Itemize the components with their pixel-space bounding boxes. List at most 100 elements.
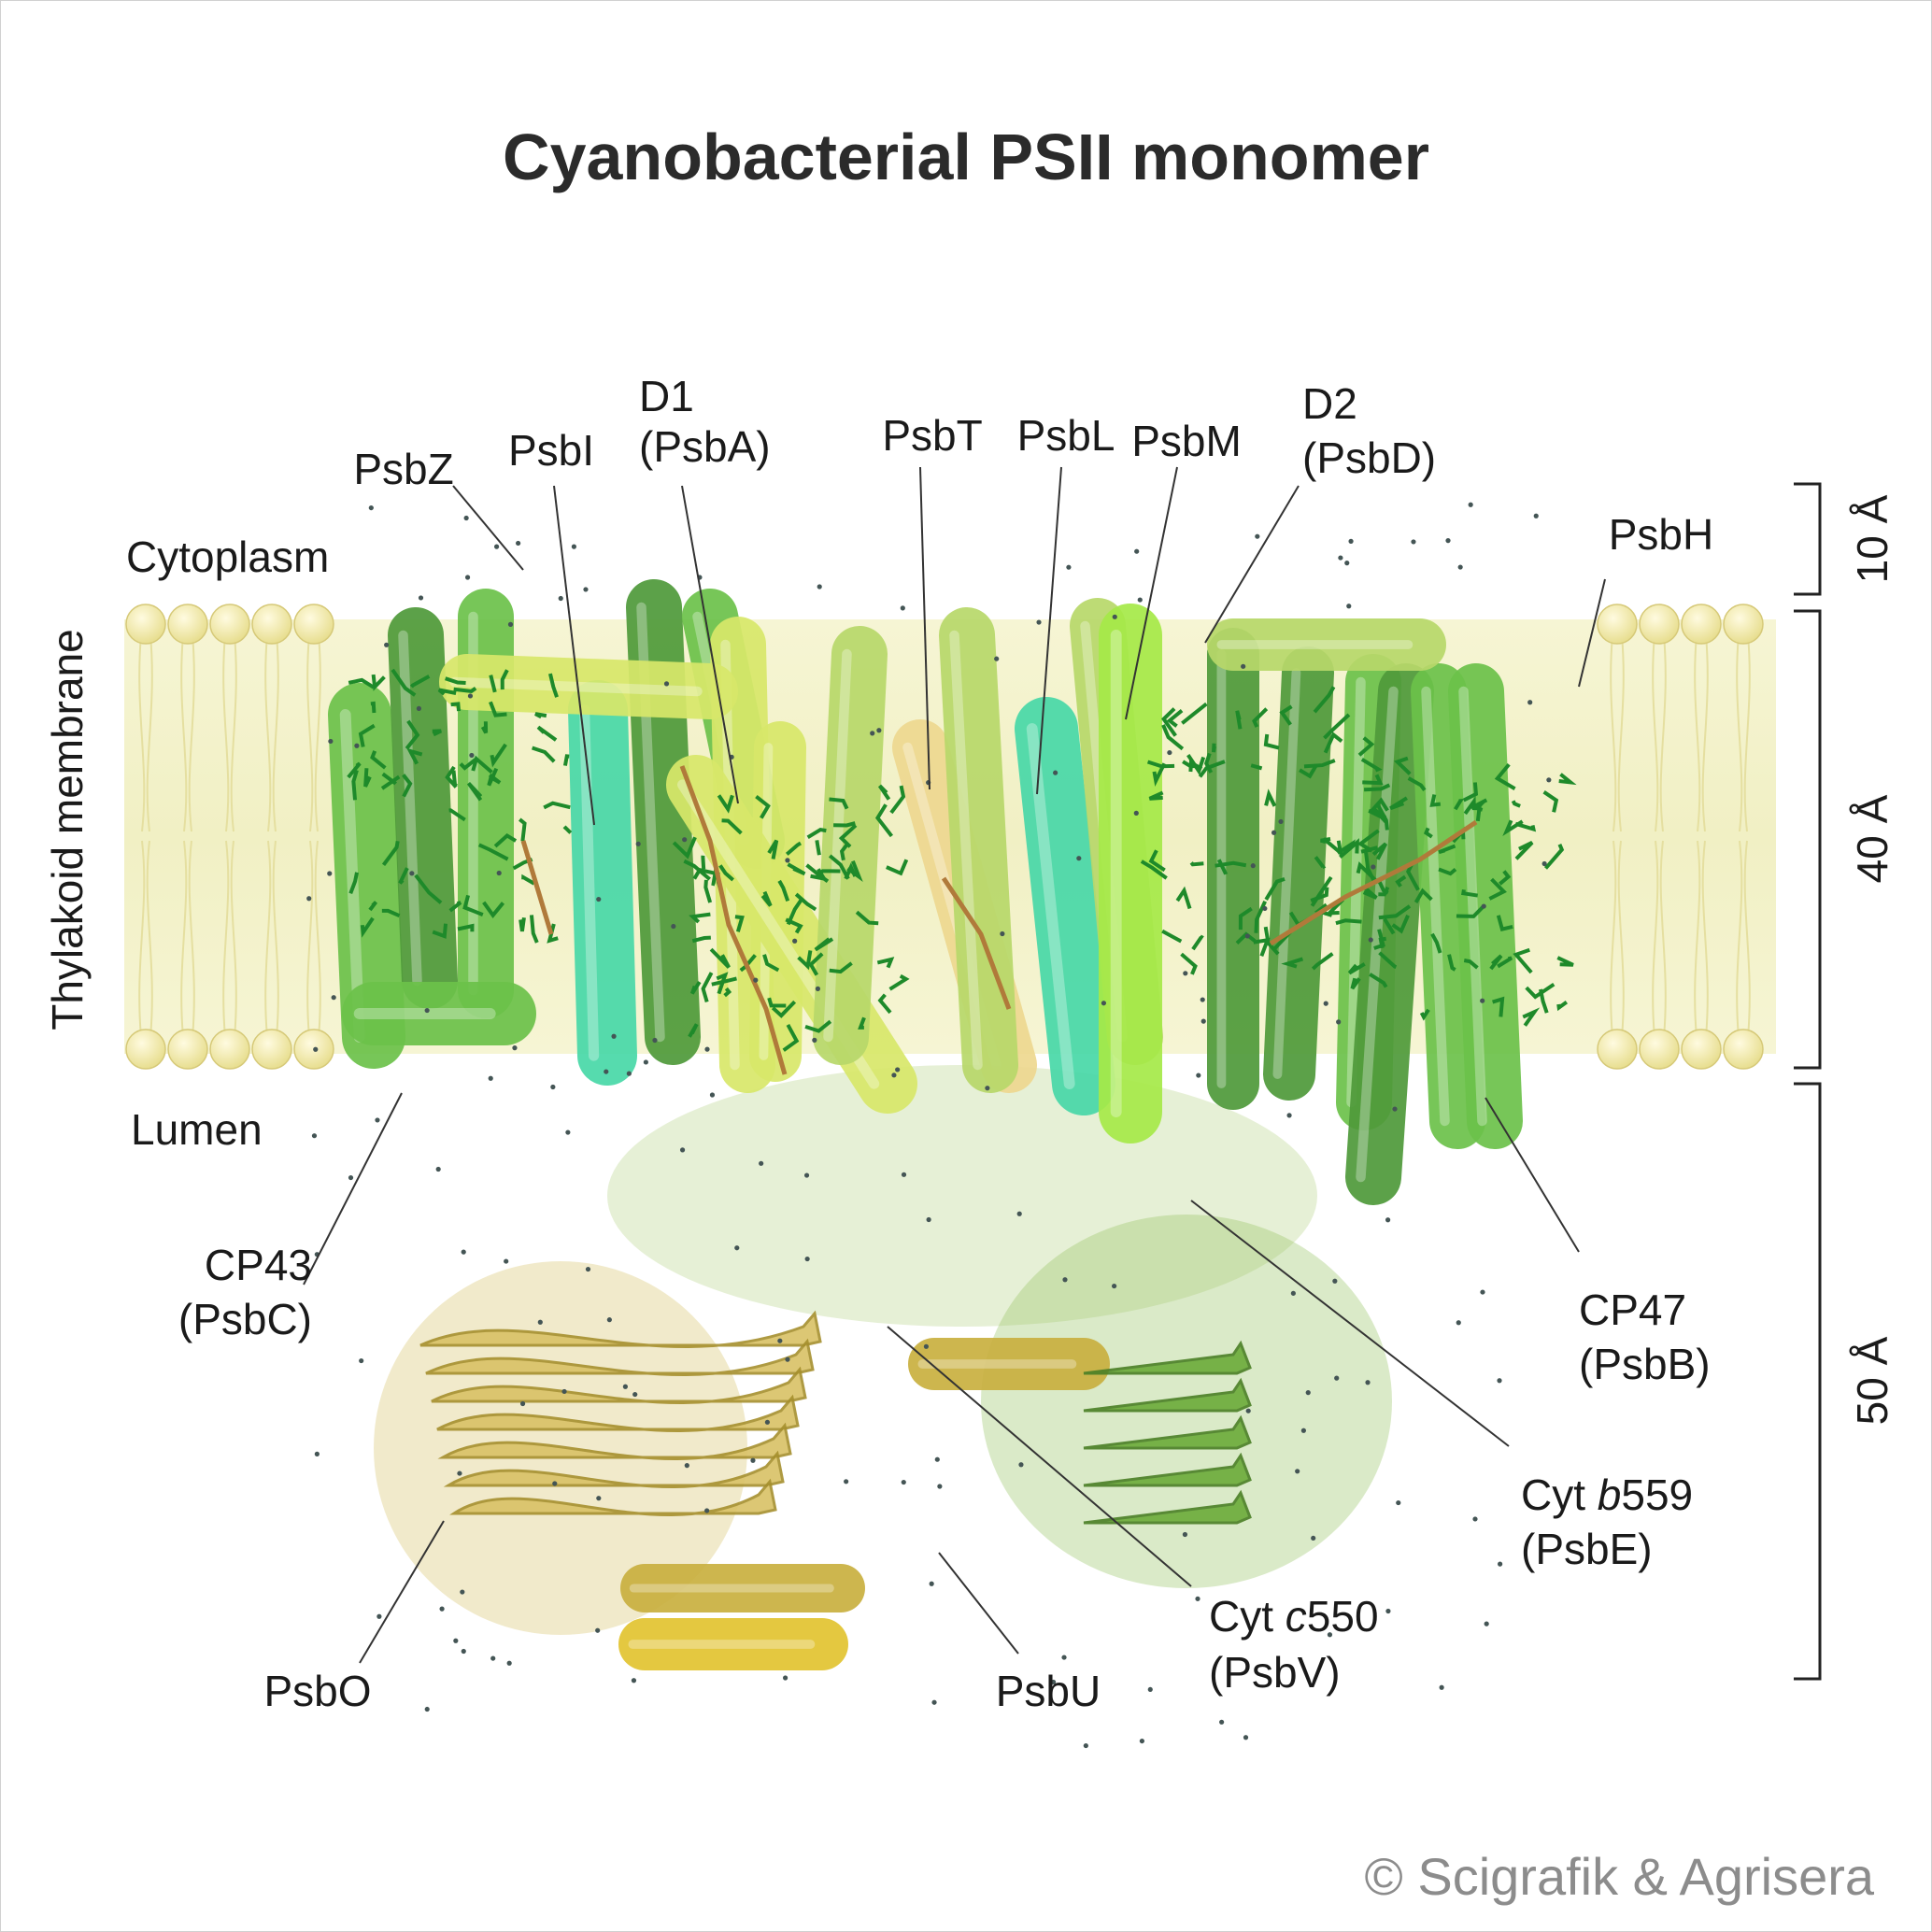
chlorophyll-mark bbox=[1496, 915, 1513, 932]
chlorophyll-mark bbox=[1391, 915, 1410, 934]
lipid-head bbox=[209, 604, 250, 645]
water-dot bbox=[1396, 1499, 1401, 1506]
chlorophyll-mark bbox=[782, 1023, 800, 1052]
water-dot bbox=[1541, 860, 1547, 867]
chlorophyll-mark bbox=[543, 801, 571, 810]
lumen-label: Lumen bbox=[131, 1105, 263, 1154]
chlorophyll-mark bbox=[1488, 877, 1507, 901]
alpha-helix bbox=[1263, 646, 1334, 1101]
water-dot bbox=[359, 1357, 364, 1364]
water-dot bbox=[785, 1357, 790, 1362]
beta-strand bbox=[431, 1366, 807, 1404]
chlorophyll-mark bbox=[534, 712, 547, 719]
water-dot bbox=[812, 1037, 817, 1043]
chlorophyll-mark bbox=[1362, 886, 1378, 900]
label-cytb559-gene: (PsbE) bbox=[1521, 1525, 1653, 1573]
chlorophyll-mark bbox=[1314, 856, 1327, 870]
water-dot bbox=[682, 837, 688, 843]
chlorophyll-mark bbox=[1281, 957, 1304, 969]
chlorophyll-mark bbox=[1264, 876, 1286, 901]
chlorophyll-mark bbox=[370, 750, 387, 770]
water-dot bbox=[424, 1706, 430, 1712]
water-dot bbox=[596, 896, 602, 902]
water-dot bbox=[1481, 903, 1486, 909]
chlorophyll-mark bbox=[691, 935, 711, 944]
water-dot bbox=[764, 1419, 771, 1425]
water-dot bbox=[1016, 1211, 1022, 1216]
water-dot bbox=[1137, 597, 1143, 603]
water-dot bbox=[643, 1059, 648, 1065]
chlorophyll-mark bbox=[874, 803, 893, 838]
chlorophyll-mark bbox=[466, 781, 483, 802]
water-dot bbox=[663, 681, 670, 687]
label-cp47-gene: (PsbB) bbox=[1579, 1340, 1711, 1388]
label-d1-gene: (PsbA) bbox=[639, 422, 771, 471]
water-dot bbox=[901, 1479, 906, 1485]
chlorophyll-mark bbox=[689, 981, 702, 995]
alpha-helix bbox=[439, 654, 738, 719]
water-dot bbox=[1472, 1516, 1478, 1522]
helix-highlight bbox=[578, 704, 600, 1061]
chlorophyll-mark bbox=[1161, 724, 1185, 751]
water-dot bbox=[583, 587, 589, 592]
chlorophyll-mark bbox=[536, 725, 558, 742]
scale-label-50: 50 Å bbox=[1848, 1336, 1896, 1425]
chlorophyll-mark bbox=[1395, 874, 1407, 888]
beta-strand bbox=[1083, 1414, 1252, 1450]
water-dot bbox=[1200, 1018, 1206, 1024]
lipid-tail bbox=[306, 634, 314, 832]
scale-bars bbox=[1794, 482, 1822, 1681]
chlorophyll-mark bbox=[1335, 918, 1362, 926]
chlorophyll-mark bbox=[846, 859, 863, 882]
chlorophyll-mark bbox=[689, 912, 711, 924]
water-dot bbox=[1036, 619, 1042, 625]
water-dot bbox=[552, 1481, 558, 1486]
chlorophyll-mark bbox=[1311, 952, 1334, 971]
water-dot bbox=[792, 938, 798, 944]
chlorophyll-mark bbox=[532, 746, 556, 763]
water-dot bbox=[1062, 1277, 1068, 1283]
chlorophyll-mark bbox=[1160, 707, 1177, 737]
water-dot bbox=[328, 738, 334, 745]
chlorophyll-mark bbox=[797, 950, 813, 971]
chlorophyll-mark bbox=[1383, 917, 1396, 935]
water-dot bbox=[376, 1613, 382, 1619]
lipid-tail bbox=[1701, 840, 1709, 1038]
scale-bar-50 bbox=[1794, 1082, 1822, 1681]
beta-strand bbox=[1083, 1489, 1252, 1525]
chlorophyll-mark bbox=[381, 908, 401, 918]
chlorophyll-mark bbox=[1323, 732, 1343, 754]
water-dot bbox=[1300, 1428, 1306, 1433]
water-dot bbox=[734, 1245, 740, 1251]
chlorophyll-mark bbox=[1313, 686, 1336, 714]
label-cp43-gene: (PsbC) bbox=[178, 1295, 312, 1343]
water-dot bbox=[1332, 1278, 1338, 1284]
water-dot bbox=[1196, 1073, 1201, 1078]
chlorophyll-mark bbox=[1542, 790, 1559, 813]
lipid-tail bbox=[314, 840, 321, 1038]
water-dot bbox=[1546, 777, 1552, 783]
chlorophyll-mark bbox=[1198, 760, 1226, 778]
water-dot bbox=[1250, 863, 1256, 869]
leader-d2 bbox=[1204, 485, 1300, 644]
chlorophyll-mark bbox=[1430, 932, 1442, 954]
chlorophyll-mark bbox=[482, 901, 505, 918]
chlorophyll-mark bbox=[786, 898, 803, 926]
water-dot bbox=[1219, 1719, 1225, 1725]
lipid-head bbox=[1681, 604, 1722, 645]
label-psbm: PsbM bbox=[1131, 417, 1242, 465]
chlorophyll-mark bbox=[718, 864, 734, 882]
chlorophyll-mark bbox=[521, 874, 535, 886]
chlorophyll-mark bbox=[1378, 904, 1412, 920]
water-dot bbox=[354, 743, 360, 748]
lipid-tail bbox=[180, 840, 188, 1038]
leader-cp43 bbox=[303, 1092, 403, 1286]
chlorophyll-mark bbox=[398, 867, 409, 885]
chlorophyll-mark bbox=[409, 675, 431, 689]
chlorophyll-mark bbox=[351, 769, 359, 801]
chlorophyll-mark bbox=[1369, 973, 1388, 988]
chlorophyll-mark bbox=[1454, 798, 1464, 811]
water-dot bbox=[844, 1479, 849, 1485]
chlorophyll-mark bbox=[380, 774, 401, 790]
chlorophyll-mark bbox=[755, 795, 771, 819]
